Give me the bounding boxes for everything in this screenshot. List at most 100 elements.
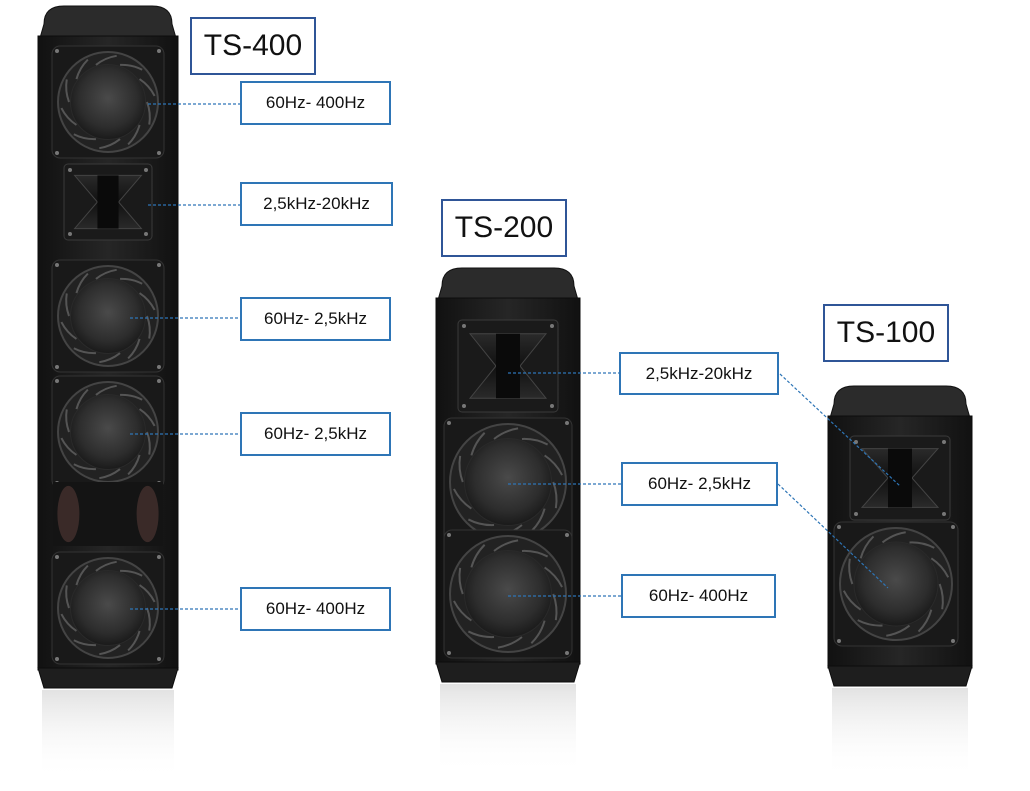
ts100-horn-screw bbox=[854, 512, 858, 516]
ts400-woofer-2 bbox=[51, 259, 165, 373]
ts400-woofer-4-cone bbox=[70, 570, 146, 646]
ts100-cabinet-top-cap bbox=[829, 385, 971, 419]
ts400-woofer-4-screw bbox=[55, 657, 59, 661]
ts100-woofer-rib bbox=[881, 531, 906, 544]
ts200-woofer-1-rib bbox=[470, 432, 486, 456]
ts200-cabinet-reflection bbox=[440, 684, 576, 774]
ts200-woofer-2-rib bbox=[521, 549, 549, 558]
ts400-woofer-4 bbox=[51, 551, 165, 665]
ts200-horn-throat bbox=[496, 333, 520, 399]
ts100-woofer-rib bbox=[857, 619, 883, 627]
ts100-woofer-rib bbox=[859, 535, 875, 559]
ts200-woofer-1-rib bbox=[458, 455, 464, 483]
ts400-horn-screw bbox=[68, 232, 72, 236]
ts400-woofer-1-rib bbox=[138, 78, 156, 97]
ts400-woofer-2-rib bbox=[99, 352, 121, 364]
ts400-port-port-left bbox=[57, 485, 80, 543]
ts200-woofer-1-screw bbox=[565, 421, 569, 425]
ts400-woofer-1 bbox=[51, 45, 165, 159]
ts400-woofer-4-rib bbox=[75, 564, 89, 586]
ts200-woofer-2-rib bbox=[453, 600, 472, 622]
ts200-woofer-2-screw bbox=[447, 533, 451, 537]
ts400-woofer-2-screw bbox=[157, 263, 161, 267]
ts200-woofer-1-rib bbox=[552, 481, 558, 509]
ts400-woofer-2-screw bbox=[157, 365, 161, 369]
model-label-ts-100: TS-100 bbox=[823, 304, 949, 362]
ts400-woofer-2-screw bbox=[55, 365, 59, 369]
ts100-cabinet-reflection bbox=[832, 688, 968, 778]
freq-label-ts400-woofer-1: 60Hz- 400Hz bbox=[240, 81, 391, 125]
ts400-woofer-4-rib bbox=[99, 644, 121, 656]
ts400-woofer-3-rib bbox=[95, 384, 117, 396]
ts200-woofer-1-screw bbox=[447, 421, 451, 425]
ts400-woofer-3-screw bbox=[157, 379, 161, 383]
ts400-woofer-1-rib bbox=[65, 79, 70, 103]
ts400-woofer-3-rib bbox=[65, 409, 70, 433]
ts400-cabinet-base bbox=[37, 667, 179, 689]
ts100-woofer-screw bbox=[837, 525, 841, 529]
ts400-woofer-1-rib bbox=[95, 54, 117, 66]
ts200-woofer-1-rib bbox=[544, 454, 563, 476]
ts400-woofer-3-rib bbox=[146, 431, 151, 455]
ts400-horn bbox=[63, 163, 153, 241]
ts400-woofer-1-rib bbox=[99, 138, 121, 150]
ts400-woofer-3-rib bbox=[127, 454, 141, 476]
ts100-horn-screw bbox=[942, 440, 946, 444]
ts400-woofer-1-rib bbox=[60, 107, 78, 126]
ts400-woofer-4-screw bbox=[157, 657, 161, 661]
ts100-horn bbox=[849, 435, 951, 521]
ts400-woofer-2-rib bbox=[75, 272, 89, 294]
ts200-woofer-2-rib bbox=[467, 630, 495, 639]
ts200-woofer-2-rib bbox=[458, 567, 464, 595]
model-label-ts-400: TS-400 bbox=[190, 17, 316, 75]
ts400-woofer-2-rib bbox=[138, 292, 156, 311]
ts100-woofer-rib bbox=[917, 609, 933, 633]
ts400-woofer-2-cone bbox=[70, 278, 146, 354]
ts400-woofer-4-rib bbox=[127, 630, 141, 652]
ts400-woofer-2-rib bbox=[120, 277, 143, 285]
ts400-horn-screw bbox=[144, 232, 148, 236]
ts200-woofer-2-rib bbox=[493, 539, 519, 552]
ts200-woofer-1-rib bbox=[467, 518, 495, 527]
ts400-woofer-2-rib bbox=[60, 321, 78, 340]
ts400-woofer-3-rib bbox=[138, 408, 156, 427]
ts200-woofer-2-rib bbox=[470, 544, 486, 568]
ts100-woofer bbox=[833, 521, 959, 647]
ts100-leader-2 bbox=[777, 483, 889, 589]
ts100-woofer-screw bbox=[951, 639, 955, 643]
ts100-woofer-rib bbox=[930, 557, 950, 578]
ts100-woofer-screw bbox=[951, 525, 955, 529]
ts100-cabinet-base bbox=[827, 665, 973, 687]
ts200-horn-screw bbox=[550, 324, 554, 328]
freq-label-ts200-woofer-1: 60Hz- 2,5kHz bbox=[621, 462, 778, 506]
ts100-horn-screw bbox=[854, 440, 858, 444]
ts400-woofer-4-rib bbox=[65, 585, 70, 609]
ts400-woofer-2-rib bbox=[95, 268, 117, 280]
ts400-woofer-3-cone bbox=[70, 394, 146, 470]
ts200-woofer-2-rib bbox=[497, 636, 523, 649]
ts200-woofer-2-rib bbox=[530, 620, 546, 644]
ts400-woofer-3-rib bbox=[75, 388, 89, 410]
ts200-woofer-2-rib bbox=[544, 566, 563, 588]
ts400-woofer-4-screw bbox=[55, 555, 59, 559]
ts200-woofer-1 bbox=[443, 417, 573, 547]
ts400-woofer-3-rib bbox=[99, 468, 121, 480]
ts400-woofer-4-screw bbox=[157, 555, 161, 559]
ts400-woofer-1-rib bbox=[120, 63, 143, 71]
ts400-woofer-1-screw bbox=[55, 49, 59, 53]
ts400-port bbox=[53, 482, 163, 546]
ts400-horn-screw bbox=[144, 168, 148, 172]
ts400-woofer-4-rib bbox=[138, 584, 156, 603]
ts100-woofer-rib bbox=[909, 541, 935, 549]
freq-label-ts200-woofer-2: 60Hz- 400Hz bbox=[621, 574, 776, 618]
ts400-port-port-right bbox=[136, 485, 159, 543]
ts400-woofer-3-rib bbox=[60, 437, 78, 456]
ts200-cabinet-base bbox=[435, 661, 581, 683]
ts400-woofer-2-rib bbox=[146, 315, 151, 339]
ts400-woofer-1-rib bbox=[146, 101, 151, 125]
ts100-woofer-rib bbox=[848, 558, 854, 585]
ts100-leader-1 bbox=[779, 373, 901, 487]
freq-label-ts400-woofer-2: 60Hz- 2,5kHz bbox=[240, 297, 391, 341]
